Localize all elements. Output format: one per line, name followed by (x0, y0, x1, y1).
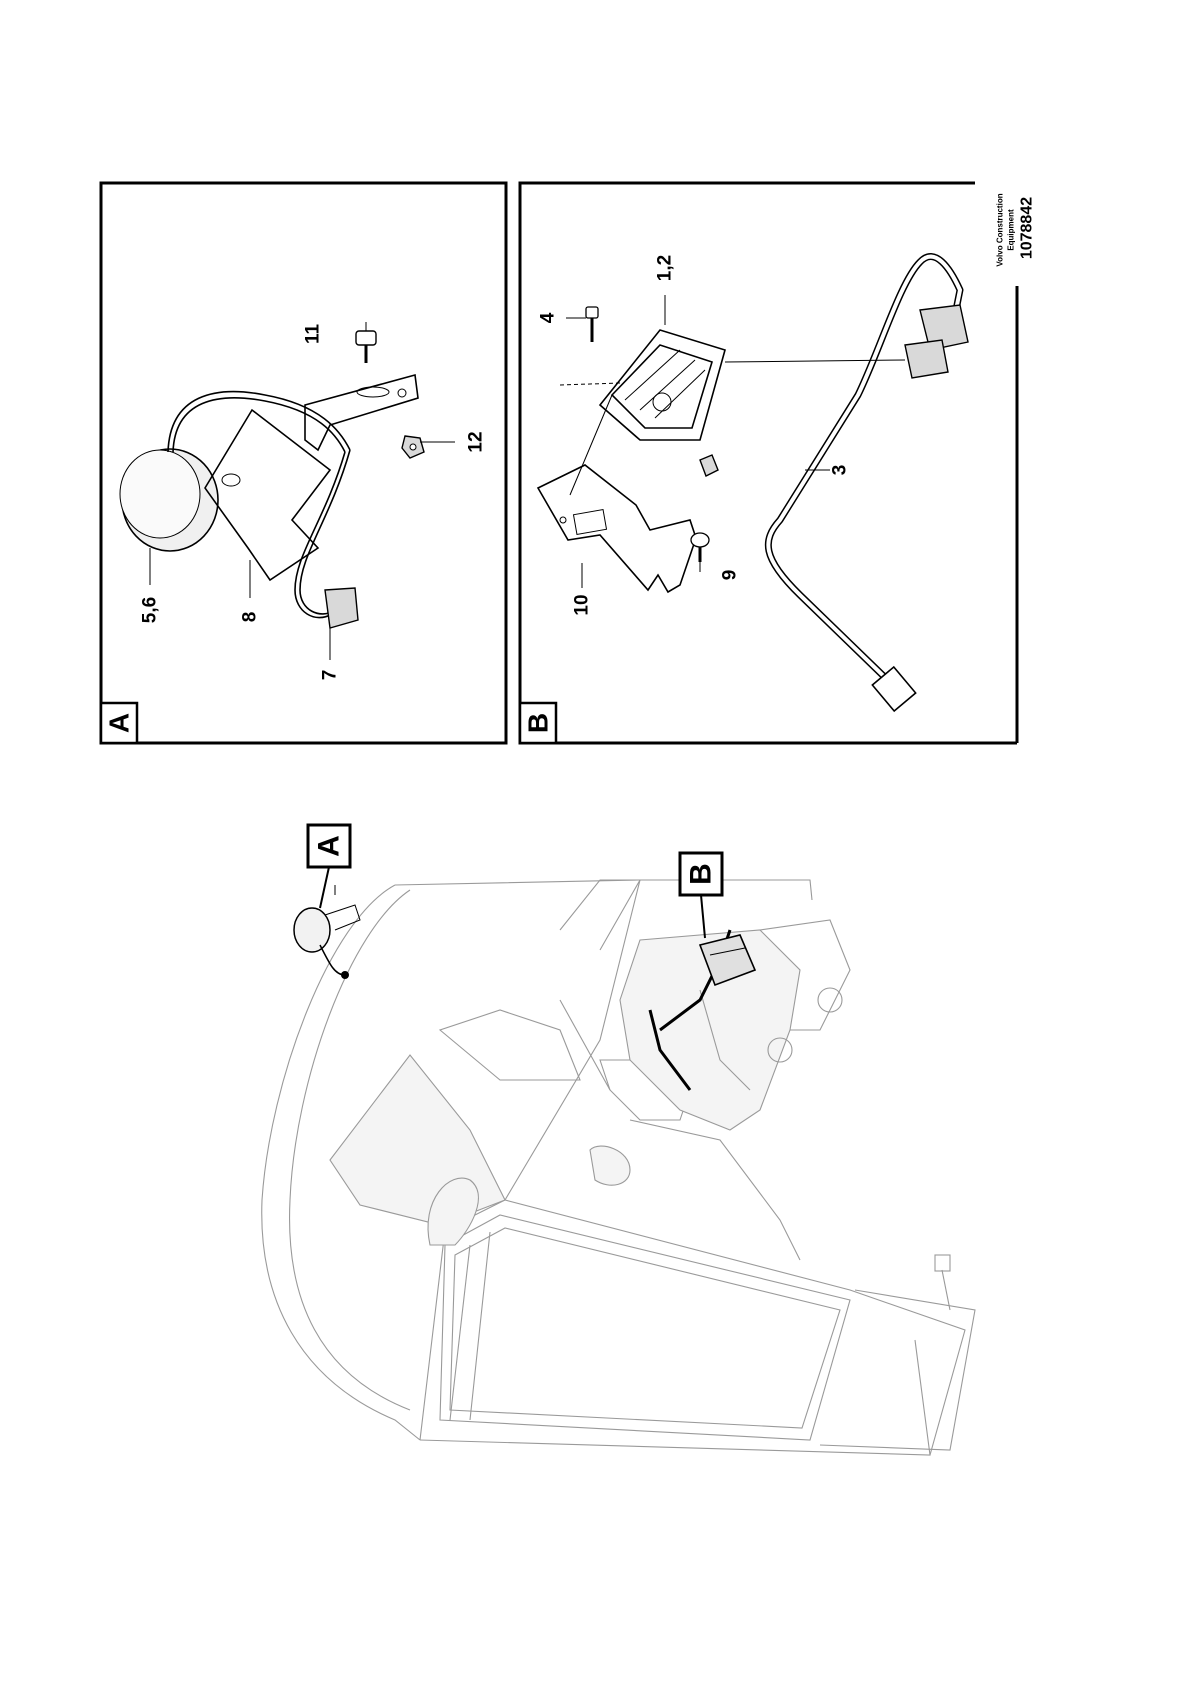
part-label-4: 4 (538, 312, 559, 323)
panel-b: B (518, 181, 1036, 745)
svg-text:B: B (685, 863, 718, 885)
brand-line-2: Equipment (1007, 209, 1016, 251)
panel-a-label: A (104, 713, 135, 733)
connector-end (871, 665, 917, 713)
panel-a: A (99, 181, 508, 745)
part-label-10: 10 (572, 594, 593, 615)
screw-11 (355, 330, 377, 363)
part-label-3: 3 (830, 465, 851, 476)
cab-overview: A B (261, 823, 976, 1456)
svg-text:A: A (313, 835, 346, 857)
speaker-overview (293, 885, 361, 979)
screw-9 (690, 532, 710, 562)
part-label-11: 11 (303, 324, 324, 345)
control-unit-illustration (598, 329, 726, 477)
brand-line-1: Volvo Construction (996, 193, 1005, 266)
part-label-5-6: 5,6 (140, 597, 161, 623)
drawing-number: 1078842 (1019, 197, 1036, 259)
part-label-1-2: 1,2 (655, 255, 676, 281)
part-label-7: 7 (320, 670, 341, 681)
part-label-8: 8 (240, 612, 261, 623)
connector-pair (724, 304, 969, 379)
nut-12 (401, 435, 425, 459)
panel-b-label: B (523, 713, 554, 733)
screw-4 (585, 306, 599, 342)
part-label-12: 12 (466, 431, 487, 452)
speaker-illustration (119, 448, 219, 552)
heater-unit-overview (619, 919, 851, 1131)
part-label-9: 9 (720, 570, 741, 581)
overview-callout-b: B (678, 851, 724, 939)
overview-callout-a: A (306, 823, 352, 909)
